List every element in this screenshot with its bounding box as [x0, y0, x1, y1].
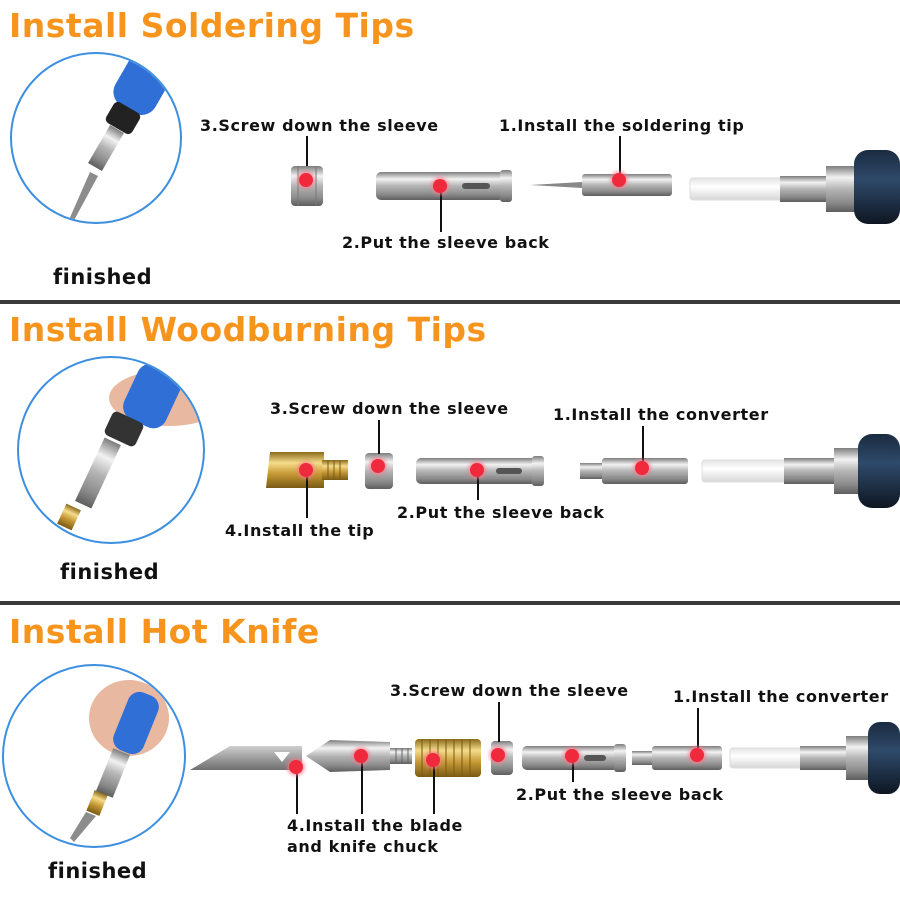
leader-line [296, 766, 298, 814]
leader-line [306, 476, 308, 518]
marker-dot [612, 173, 626, 187]
woodburning-tip-part [266, 452, 348, 488]
leader-line [306, 136, 308, 166]
section-divider [0, 300, 900, 304]
section-soldering-tips: Install Soldering Tips finished 3.Screw … [0, 0, 900, 300]
leader-line [361, 760, 363, 814]
soldering-iron-base-part [689, 150, 900, 224]
step-install-blade-label-line2: and knife chuck [287, 837, 439, 856]
marker-dot [433, 179, 447, 193]
step-sleeve-back-label: 2.Put the sleeve back [397, 503, 605, 522]
marker-dot [299, 463, 313, 477]
step-sleeve-back-label: 2.Put the sleeve back [342, 233, 550, 252]
leader-line [619, 136, 621, 180]
soldering-tip-part [530, 174, 672, 196]
leader-line [498, 702, 500, 742]
finished-photo-circle [2, 664, 186, 848]
soldering-iron-base-part [729, 722, 900, 794]
marker-dot [635, 461, 649, 475]
leader-line [433, 764, 435, 814]
step-install-blade-label-line1: 4.Install the blade [287, 816, 463, 835]
step-install-converter-label: 1.Install the converter [553, 405, 769, 424]
marker-dot [565, 749, 579, 763]
knife-chuck-part [306, 740, 412, 772]
finished-photo-circle [10, 52, 182, 224]
leader-line [477, 474, 479, 500]
marker-dot [354, 749, 368, 763]
leader-line [440, 186, 442, 232]
finished-label: finished [48, 859, 148, 883]
finished-woodburning-iron-image [57, 363, 203, 531]
knurled-collar-part [415, 739, 481, 777]
marker-dot [289, 760, 303, 774]
marker-dot [426, 753, 440, 767]
marker-dot [470, 463, 484, 477]
step-install-converter-label: 1.Install the converter [673, 687, 889, 706]
step-install-tip-label: 4.Install the tip [225, 521, 375, 540]
marker-dot [299, 173, 313, 187]
marker-dot [690, 748, 704, 762]
leader-line [572, 760, 574, 782]
marker-dot [491, 748, 505, 762]
soldering-iron-base-part [701, 434, 900, 508]
section-title: Install Soldering Tips [9, 6, 415, 45]
step-install-tip-label: 1.Install the soldering tip [499, 116, 745, 135]
marker-dot [371, 459, 385, 473]
hot-knife-blade-part [190, 746, 302, 770]
step-screw-sleeve-label: 3.Screw down the sleeve [390, 681, 629, 700]
step-sleeve-back-label: 2.Put the sleeve back [516, 785, 724, 804]
leader-line [378, 420, 380, 454]
section-title: Install Woodburning Tips [9, 310, 487, 349]
section-hot-knife: Install Hot Knife finished 3.Screw down … [0, 606, 900, 900]
finished-hot-knife-image [70, 680, 169, 842]
section-title: Install Hot Knife [9, 612, 320, 651]
finished-photo-circle [17, 356, 205, 544]
finished-label: finished [53, 265, 153, 289]
step-screw-sleeve-label: 3.Screw down the sleeve [200, 116, 439, 135]
section-divider [0, 601, 900, 605]
leader-line [642, 426, 644, 462]
converter-part [632, 746, 722, 770]
leader-line [697, 708, 699, 748]
step-screw-sleeve-label: 3.Screw down the sleeve [270, 399, 509, 418]
finished-soldering-iron-image [68, 54, 177, 222]
finished-label: finished [60, 560, 160, 584]
section-woodburning-tips: Install Woodburning Tips finished 3.Scre… [0, 304, 900, 600]
